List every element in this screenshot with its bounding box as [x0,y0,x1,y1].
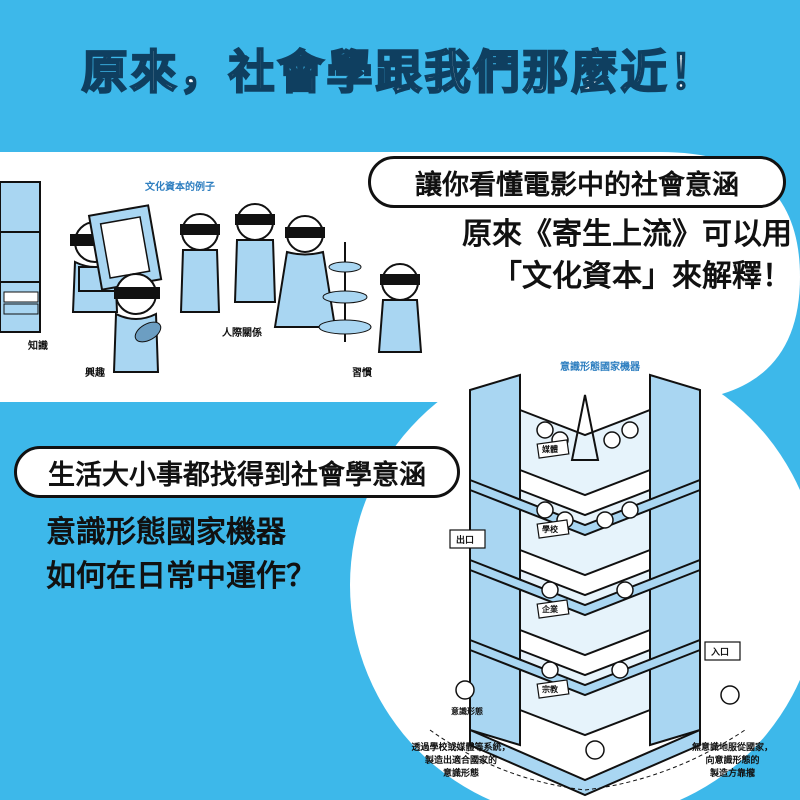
violinist-illustration [112,273,162,373]
movie-meaning-pill: 讓你看懂電影中的社會意涵 [368,156,786,208]
ideology-machine-panel: 意識形態國家機器 媒體 學校 企業 宗教 出口 入口 意識形態 透過學校或媒體等… [350,350,800,800]
ideology-machine-heading: 意識形態國家機器 [560,362,640,373]
floor-religion: 宗教 [542,685,558,694]
social-group-illustration [179,203,337,328]
page-title: 原來，社會學跟我們那麼近！ [81,44,719,100]
label-knowledge: 知識 [28,341,48,352]
floor-school: 學校 [542,525,558,534]
afternoon-tea-illustration [318,242,423,353]
daily-life-pill: 生活大小事都找得到社會學意涵 [14,446,460,498]
bookshelf-illustration [0,181,41,333]
cultural-capital-panel: 文化資本的例子 知識 興趣 人際關係 習慣 [0,152,800,402]
caption-left: 透過學校或媒體等系統， 製造出適合國家的 意識形態 [411,743,511,779]
caption-right: 無意識地服從國家， 向意識形態的 製造方靠攏 [691,743,773,779]
exit-sign: 出口 [456,536,475,546]
ideology-line: 意識形態國家機器 [46,515,286,550]
how-it-works-line: 如何在日常中運作？ [46,559,316,594]
floor-media: 媒體 [542,445,558,454]
floor-company: 企業 [542,605,558,614]
framed-painting-illustration [87,204,163,291]
label-interest: 興趣 [85,368,105,379]
entrance-sign: 入口 [711,648,730,658]
ideology-badge: 意識形態 [451,707,483,716]
cultural-capital-line: 「文化資本」來解釋！ [492,259,792,294]
parasite-line: 原來《寄生上流》可以用 [462,217,792,252]
apparatus-building-illustration [429,373,746,797]
label-habits: 習慣 [352,368,372,379]
cultural-capital-heading: 文化資本的例子 [145,182,215,193]
label-relations: 人際關係 [222,328,262,339]
